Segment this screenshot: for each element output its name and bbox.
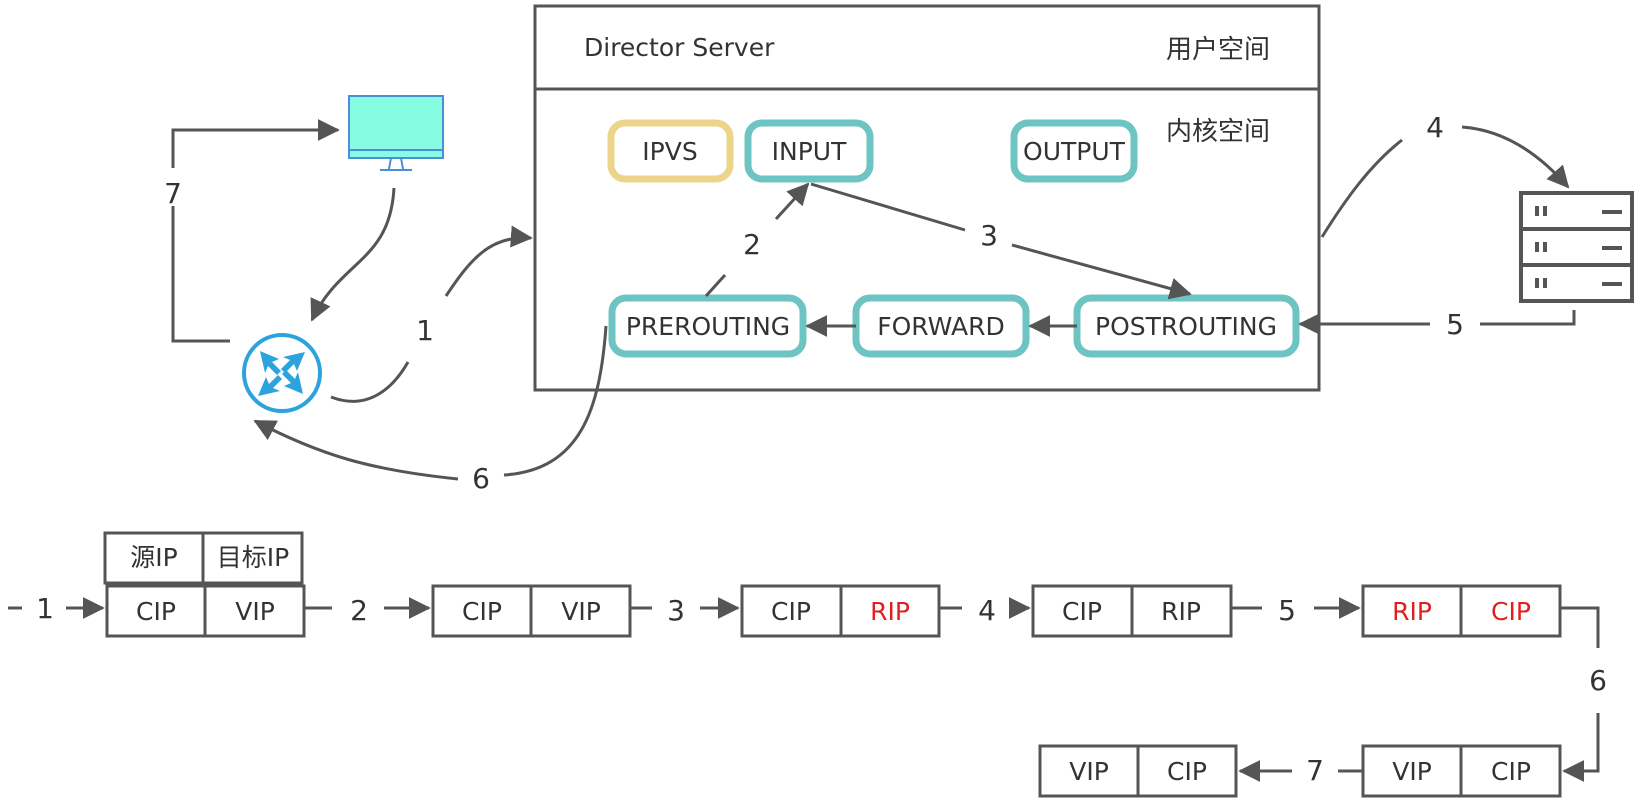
chain-forward: FORWARD — [852, 294, 1030, 358]
arrow-1-to-director — [444, 225, 533, 297]
packet-6-dst: CIP — [1491, 757, 1531, 786]
packet-5: RIP CIP — [1361, 584, 1562, 638]
kernel-space-label: 内核空间 — [1166, 117, 1270, 147]
chain-output: OUTPUT — [1010, 119, 1138, 183]
packet-header-legend: 源IP 目标IP — [103, 531, 304, 585]
arrow-4-to-server — [1461, 125, 1570, 189]
chain-ipvs: IPVS — [607, 119, 734, 183]
arrow-server-to-5 — [1480, 310, 1576, 326]
chain-prerouting-label: PREROUTING — [626, 312, 790, 341]
seq-step-6: 6 — [1589, 664, 1607, 697]
arrow-director-to-4 — [1320, 138, 1403, 238]
packet-sequence-arrows — [8, 597, 1600, 782]
step-7-label: 7 — [164, 177, 182, 210]
seq-step-1: 1 — [36, 592, 54, 625]
step-5-label: 5 — [1446, 308, 1464, 341]
packet-4-dst: RIP — [1161, 597, 1201, 626]
chain-forward-label: FORWARD — [877, 312, 1005, 341]
real-server-icon — [1519, 191, 1634, 303]
router-icon — [242, 333, 322, 413]
arrow-prerouting-to-6 — [503, 325, 608, 477]
arrow-7-to-client — [171, 119, 340, 168]
packet-2-dst: VIP — [561, 597, 601, 626]
seq-step-3: 3 — [667, 594, 685, 627]
chain-output-label: OUTPUT — [1023, 137, 1126, 166]
packet-6: VIP CIP — [1361, 744, 1562, 798]
packet-6-src: VIP — [1392, 757, 1432, 786]
arrow-6-to-router — [253, 419, 459, 481]
packet-3-src: CIP — [771, 597, 811, 626]
packet-1-src: CIP — [136, 597, 176, 626]
step-2-label: 2 — [743, 228, 761, 261]
packet-7-dst: CIP — [1167, 757, 1207, 786]
external-flow-arrows — [171, 119, 1576, 481]
packet-7: VIP CIP — [1038, 744, 1238, 798]
arrow-client-to-router — [310, 187, 396, 322]
seq-step-2: 2 — [350, 594, 368, 627]
packet-2: CIP VIP — [431, 584, 632, 638]
packet-3-dst: RIP — [870, 597, 910, 626]
arrow-prerouting-to-2 — [704, 273, 727, 298]
chain-input: INPUT — [744, 119, 874, 183]
packet-7-src: VIP — [1069, 757, 1109, 786]
packet-3: CIP RIP — [740, 584, 941, 638]
step-3-label: 3 — [980, 219, 998, 252]
packet-5-dst: CIP — [1491, 597, 1531, 626]
arrow-router-to-1 — [330, 361, 410, 403]
seq-step-7: 7 — [1306, 754, 1324, 787]
packet-5-src: RIP — [1392, 597, 1432, 626]
step-4-label: 4 — [1426, 111, 1444, 144]
step-6-label: 6 — [472, 462, 490, 495]
arrow-input-to-3 — [810, 182, 966, 232]
header-dst-ip: 目标IP — [217, 543, 289, 572]
arrow-router-to-7 — [171, 206, 230, 343]
packet-1-dst: VIP — [235, 597, 275, 626]
arrow-2-to-input — [774, 182, 810, 221]
packet-4-src: CIP — [1062, 597, 1102, 626]
packet-1: CIP VIP — [105, 584, 306, 638]
step-1-label: 1 — [416, 314, 434, 347]
director-server-box: Director Server 用户空间 内核空间 — [533, 4, 1321, 392]
packet-2-src: CIP — [462, 597, 502, 626]
chain-postrouting: POSTROUTING — [1073, 294, 1300, 358]
chain-ipvs-label: IPVS — [642, 137, 697, 166]
seq-step-4: 4 — [978, 594, 996, 627]
chain-prerouting: PREROUTING — [608, 294, 807, 358]
client-monitor-icon — [348, 95, 444, 171]
packet-4: CIP RIP — [1031, 584, 1233, 638]
chain-input-label: INPUT — [772, 137, 847, 166]
header-src-ip: 源IP — [130, 543, 177, 572]
internal-flow-arrows — [704, 182, 1192, 337]
arrow-3-to-postrouting — [1011, 243, 1192, 300]
chain-postrouting-label: POSTROUTING — [1095, 312, 1277, 341]
seq-step-5: 5 — [1278, 594, 1296, 627]
user-space-label: 用户空间 — [1166, 35, 1270, 65]
director-title: Director Server — [584, 33, 775, 62]
